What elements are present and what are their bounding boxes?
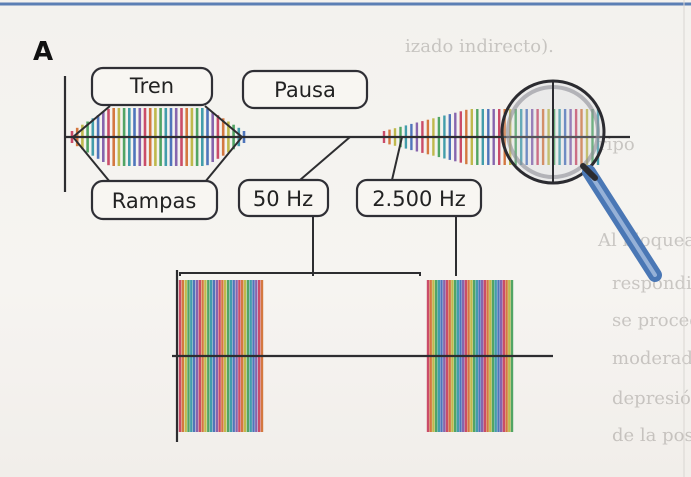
- bracket-50hz: [179, 272, 421, 276]
- label-pausa: Pausa: [241, 69, 369, 110]
- background-text-line: se procede a usar, quizás debido a la le…: [612, 310, 691, 331]
- connector-50hz: [299, 136, 351, 181]
- background-text-line: depresión que podría ser de la coma: [612, 388, 691, 409]
- connector-lines: [72, 105, 457, 276]
- connector-tren-right: [204, 105, 243, 138]
- background-text-line: de la posición de la línea de descanso: [612, 425, 691, 446]
- label-tren: Tren: [90, 66, 214, 107]
- label-pausa-text: Pausa: [274, 78, 336, 102]
- label-2500hz-text: 2.500 Hz: [372, 187, 466, 211]
- label-rampas-text: Rampas: [112, 189, 197, 213]
- background-text-line: ripo: [598, 134, 635, 155]
- background-text-line: respondiente. El grupo muscular al cual: [612, 273, 691, 294]
- label-rampas: Rampas: [90, 179, 219, 221]
- connector-tren-left: [72, 105, 111, 138]
- background-text-line: izado indirecto).: [405, 36, 554, 57]
- label-tren-text: Tren: [129, 74, 174, 98]
- label-50hz: 50 Hz: [237, 178, 330, 218]
- background-text-line: moderada, es necesario combinar el de: [612, 348, 691, 369]
- connector-rampas-left: [72, 136, 111, 183]
- label-50hz-text: 50 Hz: [253, 187, 313, 211]
- connector-rampas-right: [204, 136, 243, 183]
- panel-letter: A: [33, 37, 53, 67]
- label-2500hz: 2.500 Hz: [355, 178, 483, 218]
- magnifying-glass-icon: [500, 79, 662, 282]
- connector-2500hz: [391, 136, 403, 181]
